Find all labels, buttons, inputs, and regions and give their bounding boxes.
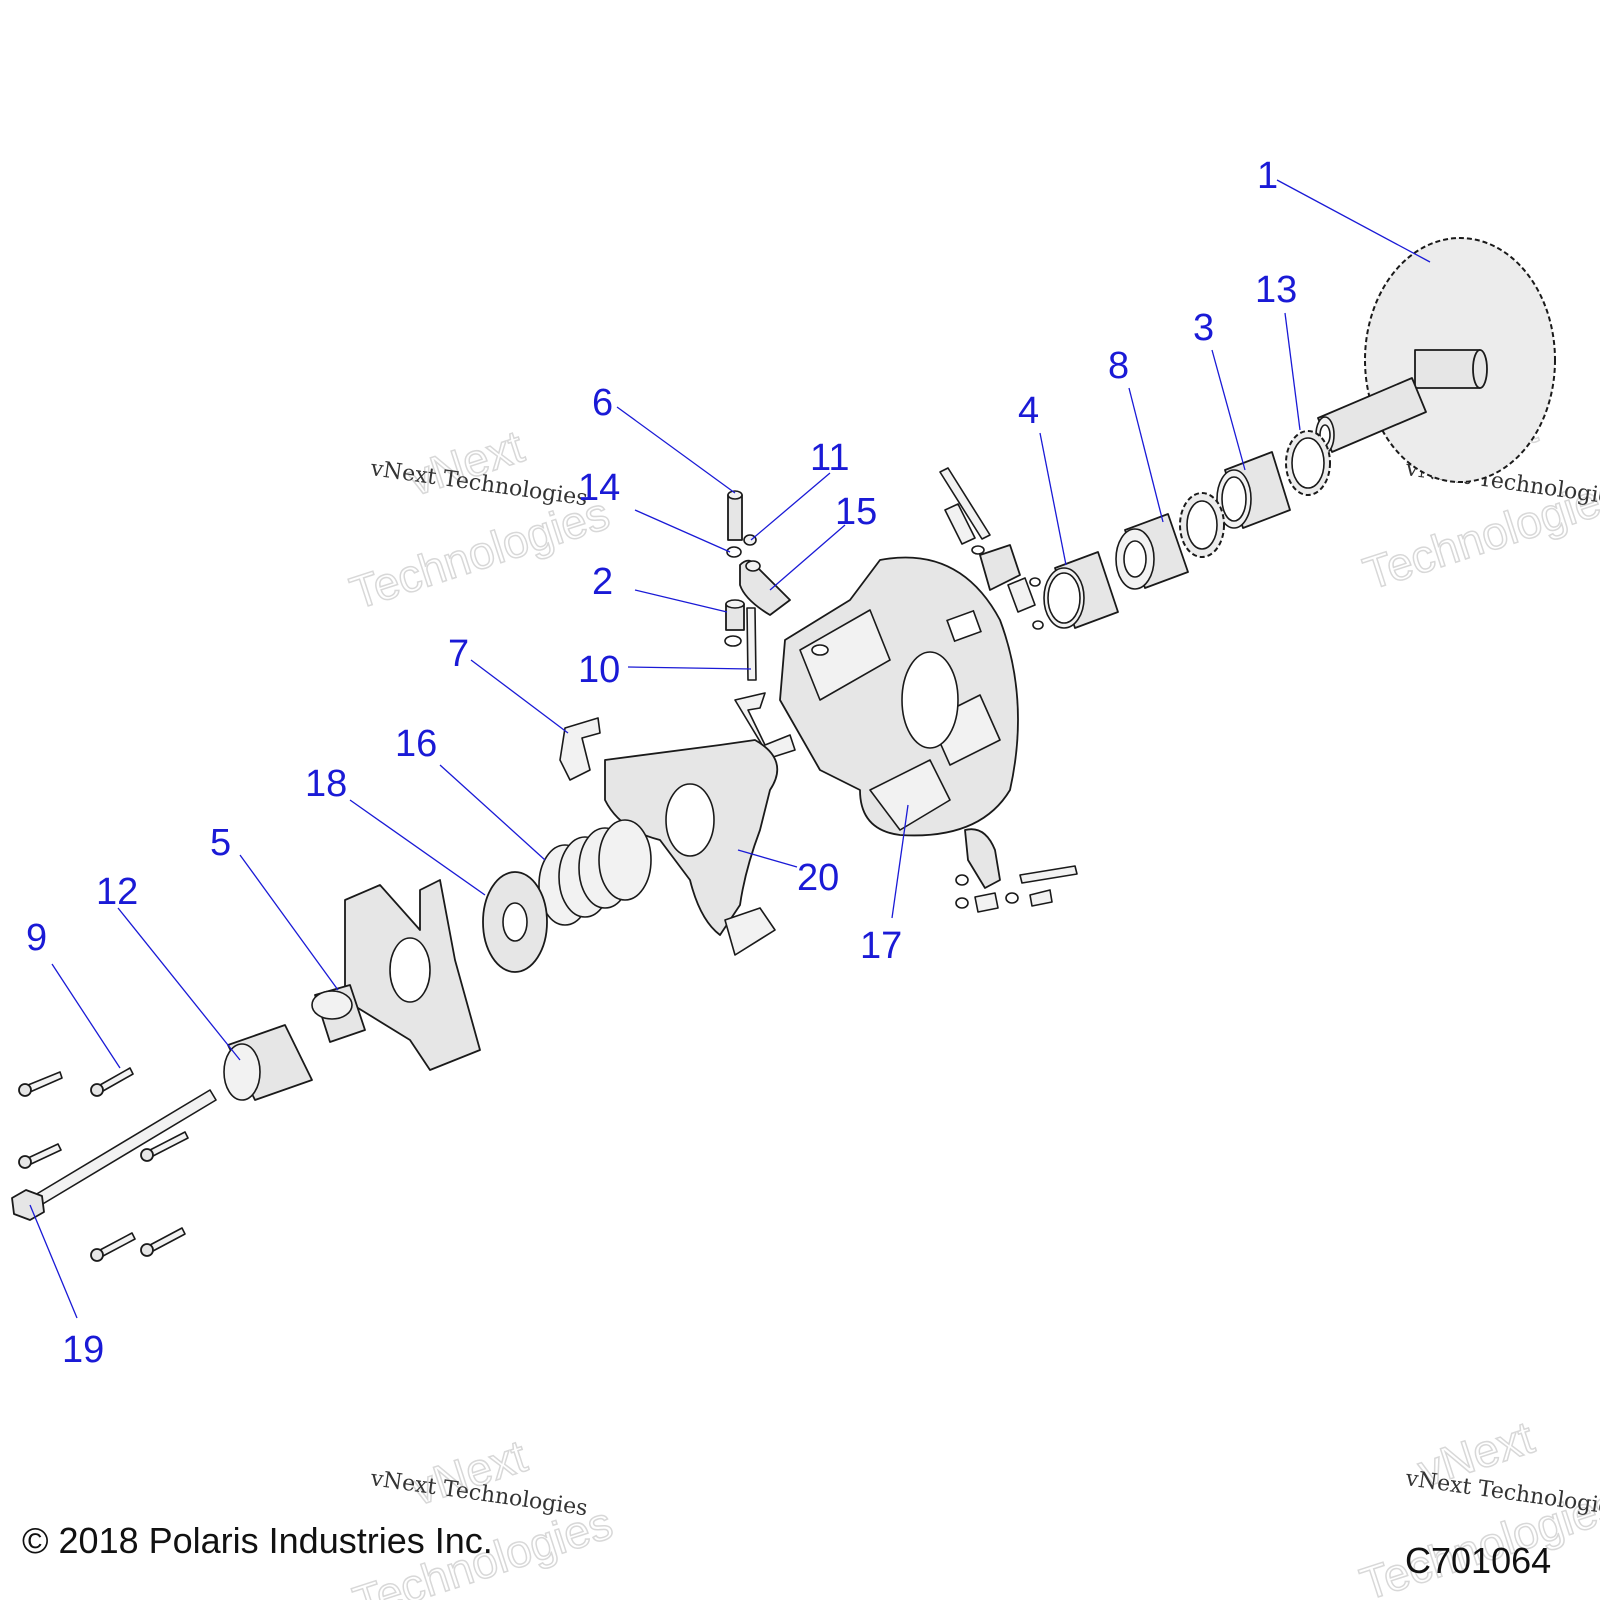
parts-artwork (11, 237, 1556, 1262)
callout-6: 6 (592, 382, 613, 424)
callout-5: 5 (210, 822, 231, 864)
callout-3: 3 (1193, 307, 1214, 349)
callout-13: 13 (1255, 269, 1297, 311)
callout-17: 17 (860, 925, 902, 967)
spring-part (538, 819, 652, 926)
spider-part (604, 739, 779, 956)
moveable-bushing-part (1043, 551, 1119, 629)
spring-washer-part (482, 871, 548, 973)
button-bracket-part (734, 692, 796, 759)
callout-1: 1 (1257, 155, 1278, 197)
weight-lower-part (955, 828, 1078, 913)
callout-19: 19 (62, 1329, 104, 1371)
small-hardware-upper (724, 490, 791, 681)
callout-14: 14 (578, 467, 620, 509)
callout-16: 16 (395, 723, 437, 765)
moveable-sheave-part (779, 556, 1019, 837)
callout-9: 9 (26, 917, 47, 959)
callout-12: 12 (96, 871, 138, 913)
callout-7: 7 (448, 633, 469, 675)
callout-2: 2 (592, 561, 613, 603)
weight-pin-set (939, 467, 1044, 630)
retaining-bolt-part (11, 1089, 217, 1221)
callout-8: 8 (1108, 345, 1129, 387)
button-part (559, 717, 601, 781)
leader-lines (29, 179, 1431, 1319)
callout-18: 18 (305, 763, 347, 805)
cover-bushing-part (311, 984, 366, 1043)
callout-4: 4 (1018, 390, 1039, 432)
callout-15: 15 (835, 491, 877, 533)
watermark-group: vNext Technologies vNext Technologies vN… (343, 400, 1600, 1600)
callout-11: 11 (810, 437, 849, 479)
cover-part (344, 879, 481, 1071)
drawing-id: C701064 (1405, 1540, 1552, 1581)
copyright-notice: © 2018 Polaris Industries Inc. (22, 1520, 493, 1561)
bearing-part (1115, 513, 1189, 590)
callout-numbers: 1 2 3 4 5 6 7 8 9 10 11 12 13 14 15 16 1… (26, 155, 1297, 1371)
fixed-sheave-part (1315, 237, 1556, 483)
callout-10: 10 (578, 649, 620, 691)
shaft-sleeve-part (223, 1024, 313, 1101)
bushing-part (1216, 451, 1291, 529)
callout-20: 20 (797, 857, 839, 899)
screws-part (18, 1067, 189, 1262)
